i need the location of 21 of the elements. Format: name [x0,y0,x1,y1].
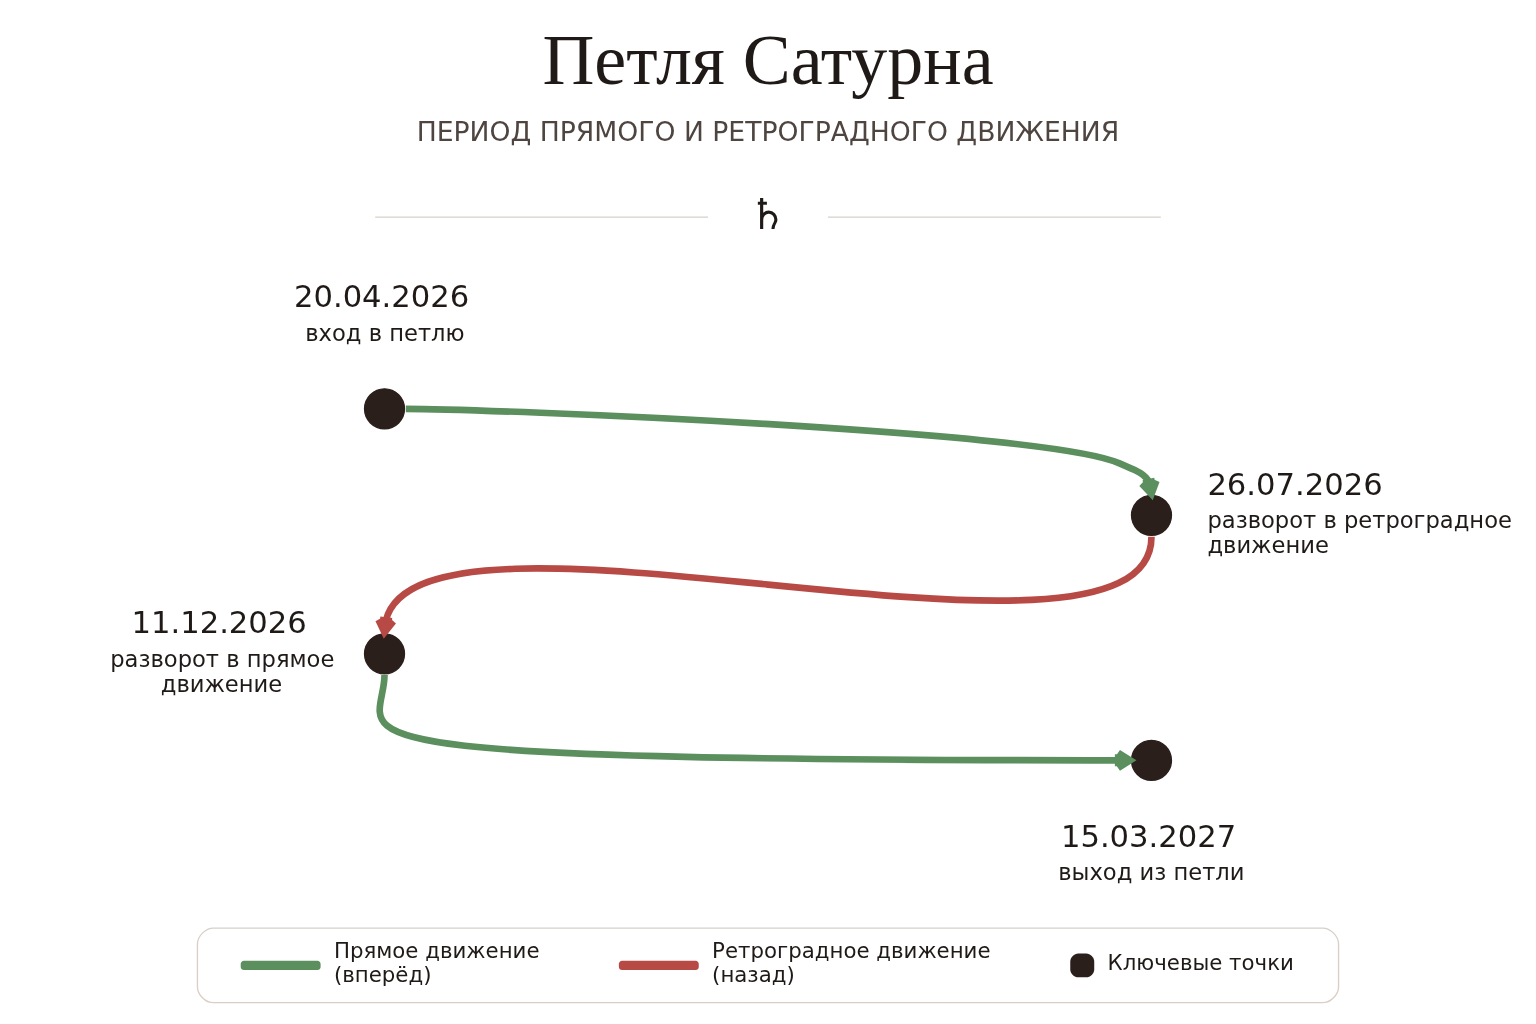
legend-label: Ретроградное движение (назад) [712,938,991,988]
node-circle [1130,739,1173,781]
node-label: 26.07.2026 [1207,466,1383,502]
label: ПЕРИОД ПРЯМОГО И РЕТРОГРАДНОГО ДВИЖЕНИЯ [416,116,1120,148]
node-label: 15.03.2027 [1060,818,1237,854]
arrow [375,535,1155,637]
label: ♄ [748,188,787,239]
node-label: разворот в прямое движение [110,645,335,697]
node-label: 20.04.2026 [293,279,470,315]
diagram-title: Петля Сатурна [542,20,994,101]
node-label: разворот в ретроградное движение [1207,507,1512,559]
node-label: 11.12.2026 [131,605,307,641]
legend-label: Ключевые точки [1107,950,1294,976]
legend-label: Прямое движение (вперёд) [333,938,540,988]
node-circle [363,388,406,430]
node-circle [363,633,406,675]
node-circle [1130,494,1173,536]
node-label: вход в петлю [305,320,465,347]
arrow [376,674,1134,772]
node-label: выход из петли [1058,859,1245,886]
arrow [405,405,1160,498]
